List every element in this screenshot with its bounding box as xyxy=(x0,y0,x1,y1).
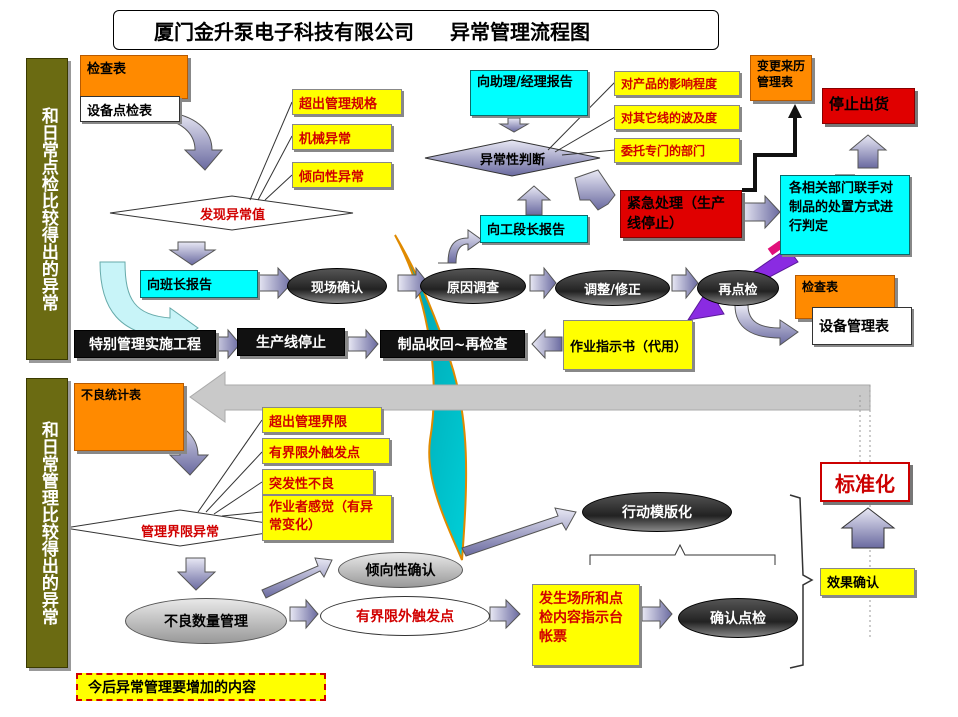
report-team-leader: 向班长报告 xyxy=(140,270,258,298)
bcause-trigger: 有界限外触发点 xyxy=(262,438,390,464)
company-name: 厦门金升泵电子科技有限公司 xyxy=(154,19,414,44)
central-swoosh xyxy=(394,234,468,561)
effect-confirm: 效果确认 xyxy=(820,568,915,596)
impact-other-lines: 对其它线的波及度 xyxy=(614,105,740,130)
occurrence-ledger: 发生场所和点检内容指示台帐票 xyxy=(532,584,640,666)
sidebar-daily-management: 和日常管理比较得出的异常 xyxy=(26,378,68,668)
cause-investigation: 原因调查 xyxy=(420,268,526,304)
change-history: 变更来历管理表 xyxy=(750,55,812,101)
out-of-limit-trigger: 有界限外触发点 xyxy=(320,596,490,636)
stop-shipment: 停止出货 xyxy=(822,88,915,124)
impact-product: 对产品的影响程度 xyxy=(614,71,740,96)
bcause-operator: 作业者感觉（有异常变化） xyxy=(262,495,392,541)
line-stop: 生产线停止 xyxy=(237,328,345,356)
report-section-chief: 向工段长报告 xyxy=(480,215,588,243)
report-assistant: 向助理/经理报告 xyxy=(470,70,588,116)
work-instruction: 作业指示书（代用） xyxy=(563,320,693,370)
emergency-action: 紧急处理（生产线停止） xyxy=(620,190,742,238)
site-confirm: 现场确认 xyxy=(287,268,387,304)
adjust-repair: 调整/修正 xyxy=(555,270,670,306)
action-model: 行动模版化 xyxy=(582,492,732,532)
equipment-check-sheet: 设备点检表 xyxy=(80,96,180,122)
confirm-check: 确认点检 xyxy=(678,598,798,638)
defect-stats: 不良统计表 xyxy=(74,383,184,451)
bcause-over-limit: 超出管理界限 xyxy=(262,407,382,433)
special-mgmt: 特别管理实施工程 xyxy=(74,330,216,358)
limit-abnormal-diamond: 管理界限异常 xyxy=(140,524,219,540)
trend-confirm: 倾向性确认 xyxy=(338,552,463,588)
sidebar-daily-inspection: 和日常点检比较得出的异常 xyxy=(26,58,68,360)
recheck: 再点检 xyxy=(697,270,779,306)
departments-judgment: 各相关部门联手对制品的处置方式进行判定 xyxy=(780,175,910,255)
cause-machine: 机械异常 xyxy=(292,124,392,150)
inspection-sheet: 检查表 xyxy=(80,55,188,99)
chart-name: 异常管理流程图 xyxy=(450,19,590,44)
defect-qty-mgmt: 不良数量管理 xyxy=(125,598,287,644)
product-recall: 制品收回~再检查 xyxy=(380,330,525,358)
page-title: 厦门金升泵电子科技有限公司 异常管理流程图 xyxy=(113,10,719,50)
impact-delegate: 委托专门的部门 xyxy=(614,138,740,163)
find-abnormal-diamond: 发现异常值 xyxy=(199,207,265,223)
cause-trend: 倾向性异常 xyxy=(292,162,392,188)
equipment-mgmt-sheet: 设备管理表 xyxy=(812,307,912,345)
future-content-legend: 今后异常管理要增加的内容 xyxy=(76,673,326,701)
standardize: 标准化 xyxy=(820,462,910,502)
judge-diamond: 异常性判断 xyxy=(479,152,545,168)
bcause-sudden: 突发性不良 xyxy=(262,469,374,495)
cause-over-spec: 超出管理规格 xyxy=(292,89,402,115)
